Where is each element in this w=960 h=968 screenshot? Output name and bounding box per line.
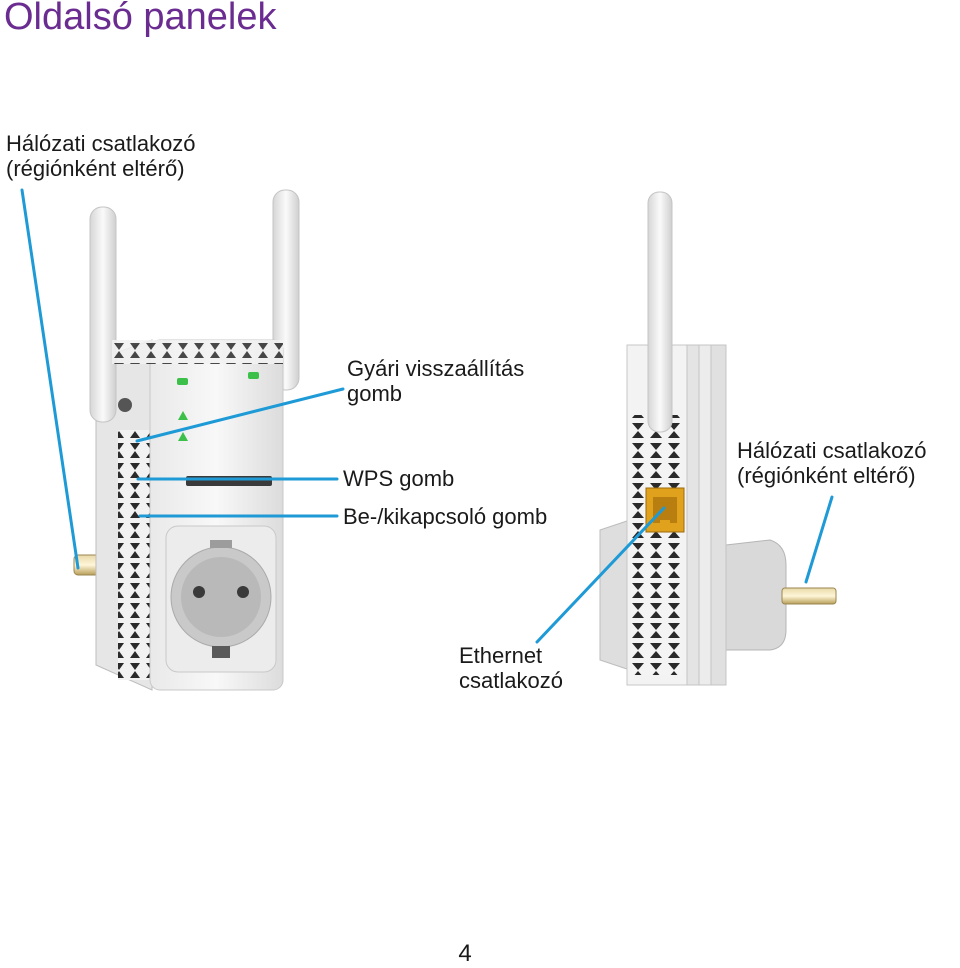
extender-front-view <box>74 190 299 690</box>
plug-body-right <box>726 540 786 650</box>
callout-line-network-plug-right <box>806 497 832 582</box>
plug-pin-right <box>782 588 836 604</box>
page-number: 4 <box>0 940 930 968</box>
side-vents-icon <box>118 430 152 680</box>
callout-line-network-plug-left <box>22 190 78 568</box>
top-vents-icon <box>112 340 283 364</box>
factory-reset-hole-icon <box>118 398 132 412</box>
side-vents-right-icon <box>632 415 682 675</box>
extender-side-view <box>600 192 836 685</box>
antenna-left-icon <box>90 207 116 422</box>
router-led-icon <box>177 378 188 385</box>
antenna-side-icon <box>648 192 672 432</box>
device-led-icon <box>248 372 259 379</box>
